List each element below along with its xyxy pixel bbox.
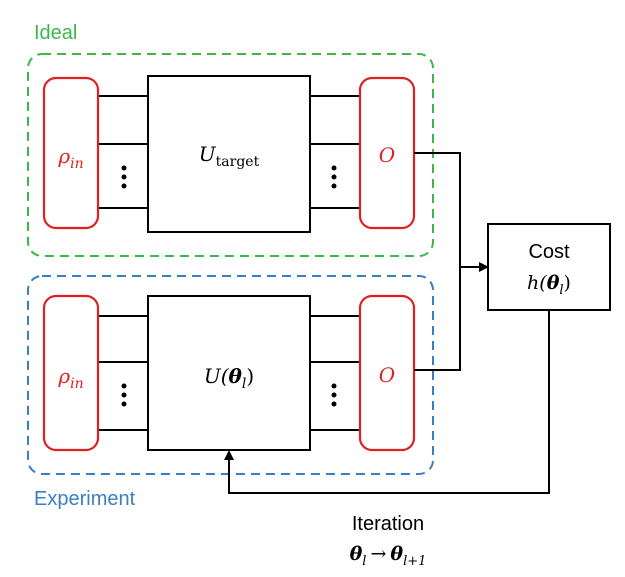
cost-function-label: h(θl) [527,272,571,298]
experiment-rho-in-box [42,294,100,452]
ideal-observable-label: O [379,143,395,167]
iteration-title: Iteration [352,513,424,535]
u-target-label: Utarget [199,142,260,170]
u-theta-box [147,295,311,451]
ideal-label: Ideal [34,22,77,44]
ideal-rho-in-label: ρin [57,144,83,172]
ideal-group-border [27,53,434,257]
experiment-to-cost-connector [414,267,461,371]
ideal-wires [98,95,360,209]
u-theta-label: U(θl) [204,364,254,392]
experiment-group-border [27,275,434,475]
ideal-wire-ellipsis-left [121,165,127,189]
experiment-observable-label: O [379,363,395,387]
experiment-wire-ellipsis-left [121,383,127,407]
cost-box [487,223,611,311]
experiment-label: Experiment [34,488,136,510]
experiment-rho-in-label: ρin [57,364,83,392]
ideal-wire-ellipsis-right [331,165,337,189]
ideal-to-cost-connector [414,152,461,267]
experiment-wire-ellipsis-right [331,383,337,407]
u-target-box [147,75,311,233]
cost-title: Cost [528,241,570,263]
experiment-wires [98,315,360,431]
feedback-arrow [224,310,550,494]
experiment-observable-box [358,294,416,452]
iteration-update-rule: θl→θl+1 [350,543,427,569]
ideal-rho-in-box [42,76,100,230]
